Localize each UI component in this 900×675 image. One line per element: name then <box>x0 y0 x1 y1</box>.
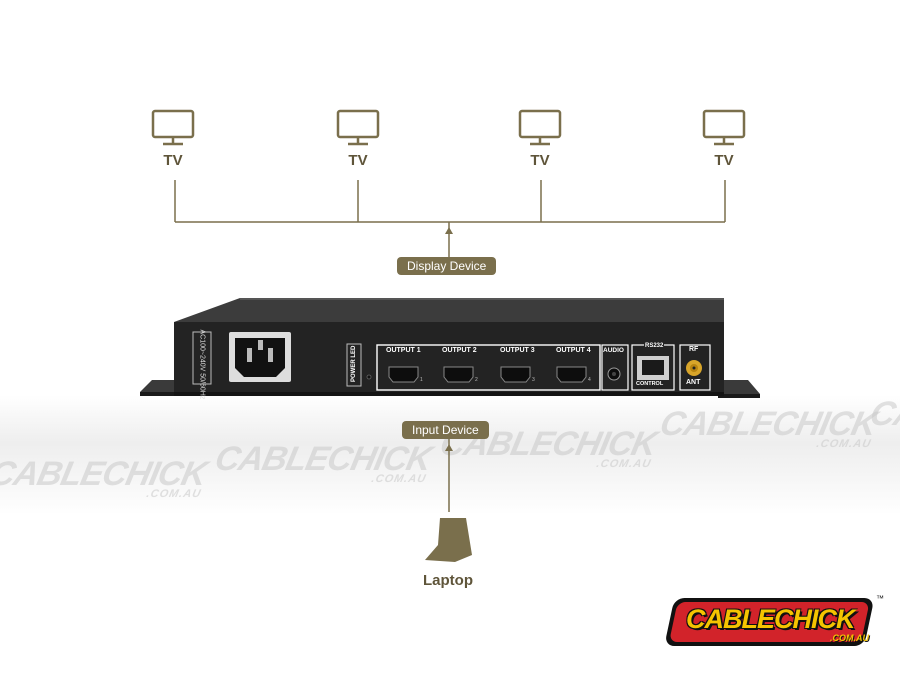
port-number-3: 3 <box>532 377 535 383</box>
trademark-mark: ™ <box>876 594 884 603</box>
laptop-icon <box>425 518 472 562</box>
port-number-2: 2 <box>475 377 478 383</box>
rs232-control-port <box>631 344 675 391</box>
tv-icon <box>702 109 746 146</box>
ant-label: ANT <box>686 379 701 386</box>
power-led <box>346 343 372 387</box>
tv-label: TV <box>163 152 183 169</box>
tv-icon <box>151 109 195 146</box>
output-2-label: OUTPUT 2 <box>440 347 479 354</box>
logo-text: CABLECHICK <box>686 604 855 634</box>
tv-icon <box>336 109 380 146</box>
hdmi-port-1 <box>388 366 419 383</box>
cablechick-logo <box>666 598 873 646</box>
hdmi-output-frame <box>376 344 601 391</box>
rs232-label: RS232 <box>644 343 665 349</box>
port-number-1: 1 <box>420 377 423 383</box>
power-socket <box>229 332 291 382</box>
rf-antenna-connector <box>679 344 711 391</box>
hdmi-port-3 <box>500 366 531 383</box>
display-device-label: Display Device <box>397 257 497 275</box>
output-1-label: OUTPUT 1 <box>384 347 423 354</box>
tv-icon <box>518 109 562 146</box>
power-rating-text: AC100~240V 50/60Hz <box>198 329 206 400</box>
audio-label: AUDIO <box>603 347 624 354</box>
input-device-label: Input Device <box>402 421 489 439</box>
laptop-label: Laptop <box>423 572 473 589</box>
up-arrow-icon <box>445 227 453 234</box>
output-3-label: OUTPUT 3 <box>498 347 537 354</box>
display-connector-lines <box>174 180 726 258</box>
hdmi-port-4 <box>556 366 587 383</box>
logo-domain: .COM.AU <box>830 633 869 643</box>
tv-label: TV <box>348 152 368 169</box>
up-arrow-icon <box>445 444 453 451</box>
power-rating-label <box>192 331 212 385</box>
control-label: CONTROL <box>636 381 664 387</box>
watermark-band <box>0 395 900 515</box>
tv-label: TV <box>530 152 550 169</box>
output-4-label: OUTPUT 4 <box>554 347 593 354</box>
rf-label: RF <box>689 346 699 353</box>
hdmi-port-2 <box>443 366 474 383</box>
power-led-label: POWER LED <box>351 345 357 382</box>
tv-label: TV <box>714 152 734 169</box>
port-number-4: 4 <box>588 377 591 383</box>
audio-jack <box>601 344 629 391</box>
